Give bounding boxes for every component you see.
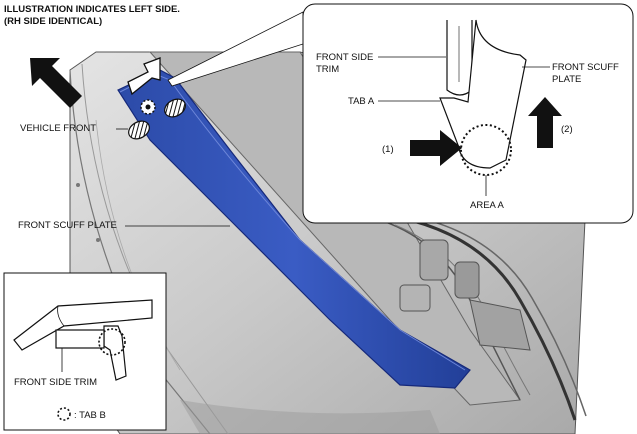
callout-front-side-trim-line-2: TRIM xyxy=(316,64,339,75)
removal-arrow-icon xyxy=(127,57,161,96)
callout-front-scuff-plate-line-2: PLATE xyxy=(552,74,581,85)
header-line-1: ILLUSTRATION INDICATES LEFT SIDE. xyxy=(4,4,180,15)
label-vehicle-front: VEHICLE FRONT xyxy=(20,123,96,134)
vehicle-front-arrow-icon xyxy=(30,58,82,108)
inset-tab-b-legend: : TAB B xyxy=(74,410,106,421)
clip-lower xyxy=(128,120,150,140)
label-front-scuff-plate: FRONT SCUFF PLATE xyxy=(18,220,117,231)
tab-b-marker-icon xyxy=(140,99,156,115)
callout-step-1: (1) xyxy=(382,144,394,155)
clip-upper xyxy=(164,98,186,118)
header-line-2: (RH SIDE IDENTICAL) xyxy=(4,16,102,27)
area-a-circle xyxy=(460,124,512,176)
inset-tab-b: FRONT SIDE TRIM : TAB B xyxy=(3,272,167,431)
callout-tab-a: TAB A xyxy=(348,96,375,107)
callout-front-side-trim-line-1: FRONT SIDE xyxy=(316,52,373,63)
lift-arrow-icon xyxy=(528,97,562,148)
front-scuff-plate xyxy=(117,69,471,389)
callout-front-scuff-plate-line-1: FRONT SCUFF xyxy=(552,62,619,73)
callout-step-2: (2) xyxy=(561,124,573,135)
push-arrow-icon xyxy=(410,130,462,166)
detail-callout: FRONT SIDE TRIM FRONT SCUFF PLATE TAB A … xyxy=(167,3,634,224)
tab-b-legend-icon xyxy=(57,407,71,421)
callout-area-a: AREA A xyxy=(470,200,504,211)
inset-front-side-trim: FRONT SIDE TRIM xyxy=(14,377,97,388)
